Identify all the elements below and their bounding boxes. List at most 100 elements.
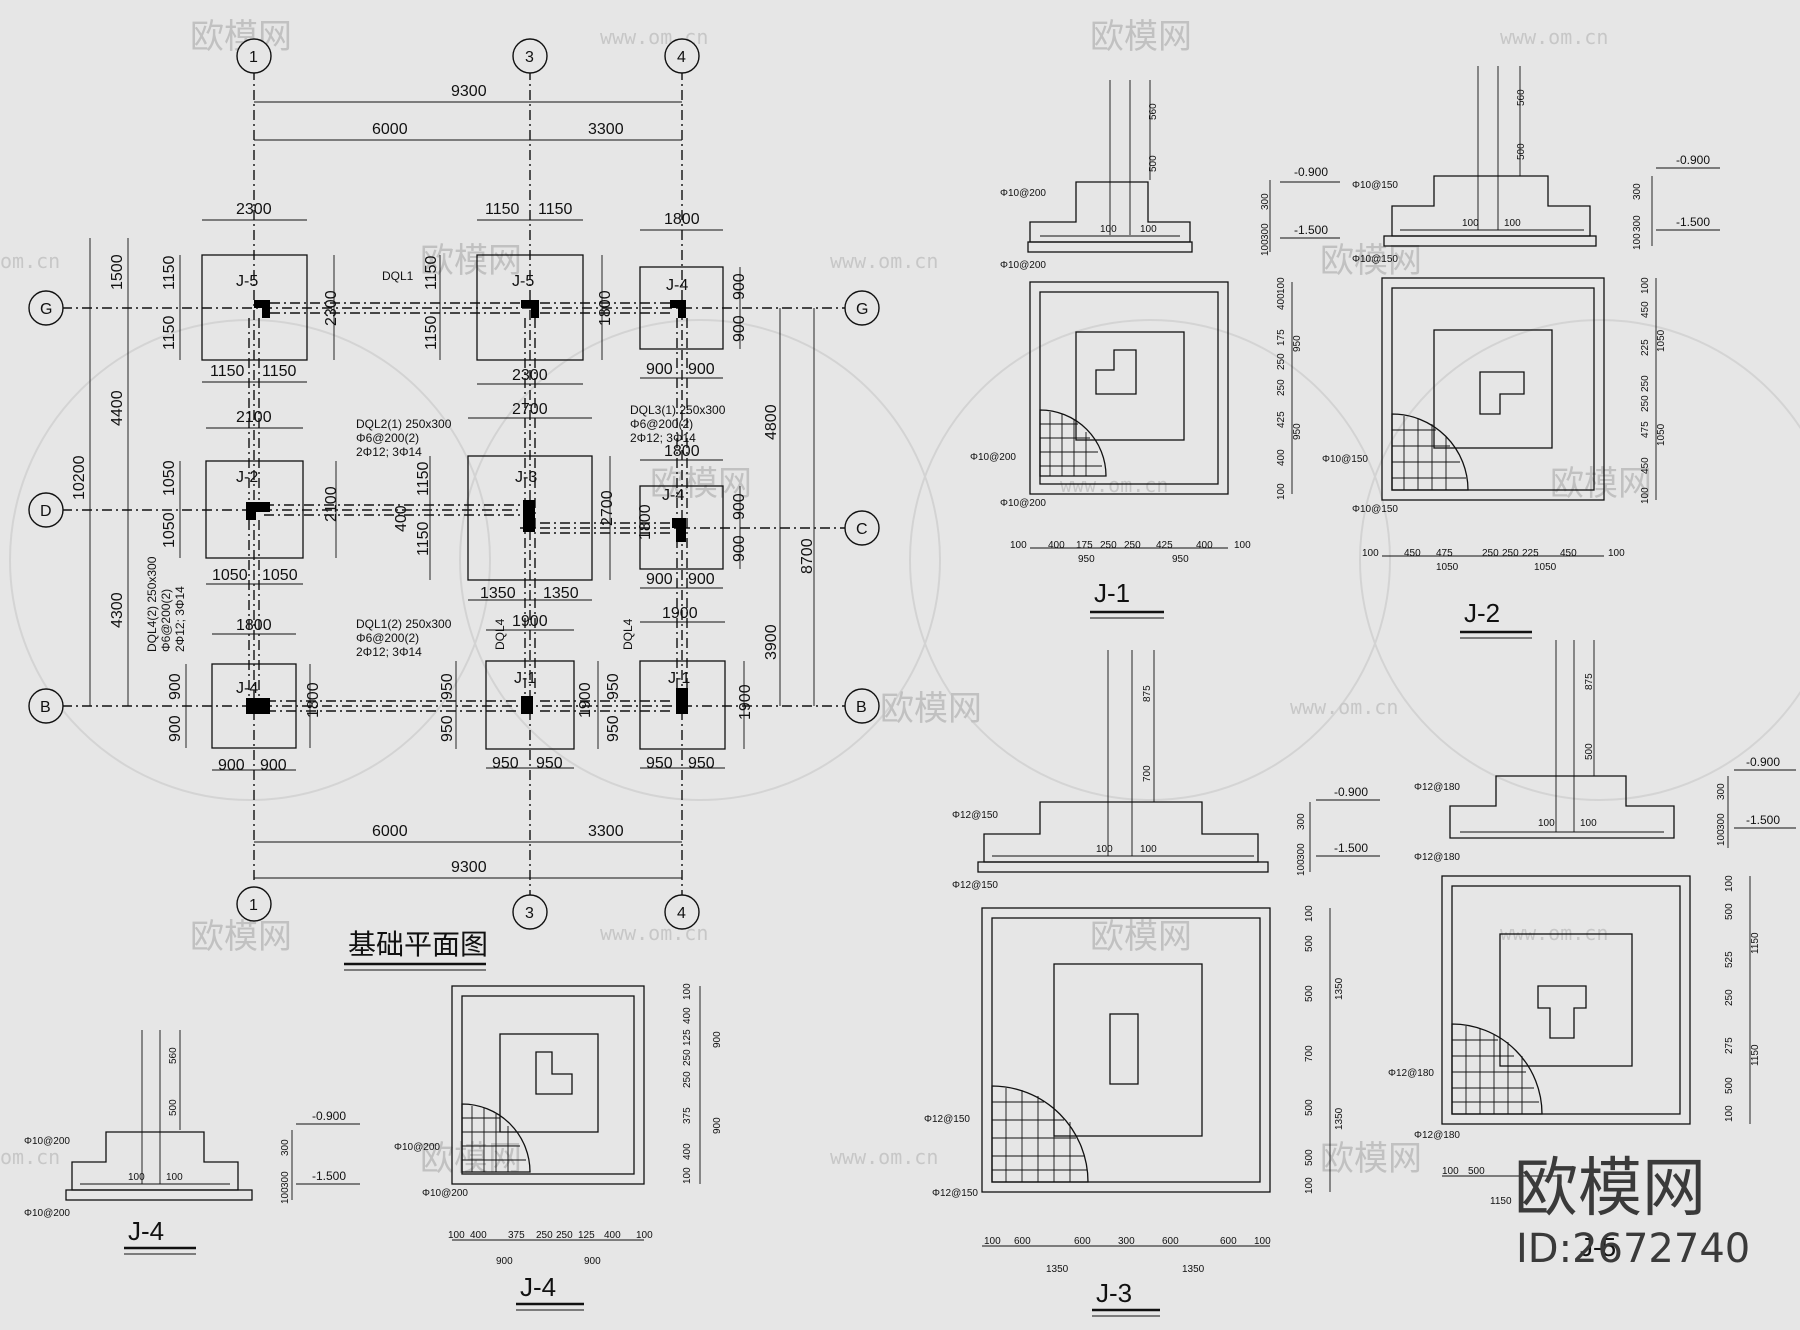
axis-bubble-D: [28, 492, 64, 528]
dim: 400: [682, 1007, 693, 1024]
dim: 100: [1100, 224, 1117, 235]
column: [676, 688, 688, 714]
dim: 900: [496, 1256, 513, 1267]
dim: 100: [1462, 218, 1479, 229]
elev-top: -0.900: [1294, 165, 1328, 179]
dim: 100: [166, 1172, 183, 1183]
dim: 560: [1516, 89, 1527, 106]
beam-note: Φ6@200(2): [630, 417, 693, 431]
detail-label: J-1: [1094, 578, 1130, 608]
watermark-site: www.om.cn: [1500, 25, 1608, 49]
dim: 250: [1482, 548, 1499, 559]
dim: 950: [492, 755, 519, 772]
footing-plan-outer: [1381, 277, 1605, 501]
beam-note: 2Φ12; 3Φ14: [356, 445, 422, 459]
watermark-ring: [9, 319, 491, 801]
dim: 500: [1468, 1166, 1485, 1177]
dim: 400: [1048, 540, 1065, 551]
watermark-brand: 欧模网: [1090, 917, 1192, 957]
dim: 900: [646, 571, 673, 588]
column: [523, 500, 535, 532]
dim: 100: [1234, 540, 1251, 551]
dim: 500: [1148, 155, 1159, 172]
dim-y-lower: 4300: [109, 592, 126, 628]
footing-label: J-5: [236, 273, 258, 290]
footing-plan-inner: [1391, 287, 1595, 491]
rebar-quadrant: [1039, 409, 1107, 477]
watermark-brand: 欧模网: [1320, 241, 1422, 281]
dim: 100: [1640, 487, 1651, 504]
dim: 950: [605, 715, 622, 742]
dim: 100: [636, 1230, 653, 1241]
axis-label: B: [856, 699, 867, 716]
dim: 100: [1716, 829, 1727, 846]
bedding-layer: [1383, 235, 1597, 247]
dim: 100: [1608, 548, 1625, 559]
footing-plan-inner: [1451, 885, 1681, 1115]
column-section: [1537, 985, 1587, 1039]
beam-note: Φ6@200(2): [159, 589, 173, 652]
dim: 2300: [323, 290, 340, 326]
footing-label: J-1: [668, 670, 690, 687]
watermark-ring: [459, 319, 941, 801]
beam-note: 2Φ12; 3Φ14: [356, 645, 422, 659]
dim: 560: [168, 1047, 179, 1064]
dim: 375: [508, 1230, 525, 1241]
dim: 300: [1632, 183, 1643, 200]
axis-bubble-4: [664, 894, 700, 930]
watermark-brand: 欧模网: [1550, 464, 1652, 504]
dim: 250: [1100, 540, 1117, 551]
dim: 500: [168, 1099, 179, 1116]
dim: 1900: [662, 605, 698, 622]
dim-span-a: 6000: [372, 121, 408, 138]
column-section: [1109, 1013, 1139, 1085]
footing-step: [499, 1033, 599, 1133]
dim: 2100: [323, 486, 340, 522]
rebar-note: Φ10@150: [1352, 180, 1398, 191]
dim: 950: [1172, 554, 1189, 565]
beam-note: DQL1: [382, 269, 414, 283]
dim: 100: [1724, 875, 1735, 892]
dim-top-ext: 1500: [109, 254, 126, 290]
dim: 1150: [423, 255, 440, 290]
watermark-site: om.cn: [0, 1145, 60, 1169]
dim: 250: [1640, 395, 1651, 412]
dim: 100: [128, 1172, 145, 1183]
dim: 875: [1584, 673, 1595, 690]
watermark-site: www.om.cn: [1500, 921, 1608, 945]
column: [670, 300, 686, 318]
brand-mark: 欧模网 ID:2672740: [1514, 1152, 1750, 1272]
rebar-grid: [1452, 1026, 1539, 1114]
dim: 1900: [737, 684, 754, 720]
dim: 950: [688, 755, 715, 772]
axis-bubble-3: [512, 894, 548, 930]
rebar-note: Φ12@150: [952, 810, 998, 821]
dim: 1150: [415, 521, 432, 556]
beam-note: DQL2(1) 250x300: [356, 417, 452, 431]
dim: 600: [1014, 1236, 1031, 1247]
dim: 900: [260, 757, 287, 774]
section-outline: [983, 801, 1259, 863]
axis-label: G: [40, 301, 52, 318]
elev-bot: -1.500: [1676, 215, 1710, 229]
dim: 100: [1304, 1177, 1315, 1194]
dim: 1150: [538, 201, 573, 218]
watermark-brand: 欧模网: [1320, 1139, 1422, 1179]
dim-r-total: 8700: [799, 538, 816, 574]
dim: 450: [1404, 548, 1421, 559]
dim: 1800: [305, 682, 322, 718]
dim: 900: [688, 571, 715, 588]
rebar-note: Φ10@200: [1000, 498, 1046, 509]
section-outline: [1029, 181, 1191, 243]
brand-logo: 欧模网: [1514, 1152, 1706, 1226]
footing-plan-outer: [1441, 875, 1691, 1125]
dim: 1800: [637, 504, 654, 540]
dim: 400: [1276, 293, 1287, 310]
beam-note: DQL1(2) 250x300: [356, 617, 452, 631]
rebar-note: Φ10@200: [1000, 260, 1046, 271]
axis-label: 4: [677, 905, 686, 922]
bedding-layer: [977, 861, 1269, 873]
footing-pad-j5-mid: [476, 254, 584, 361]
axis-label: 4: [677, 49, 686, 66]
dim: 1050: [161, 460, 178, 496]
